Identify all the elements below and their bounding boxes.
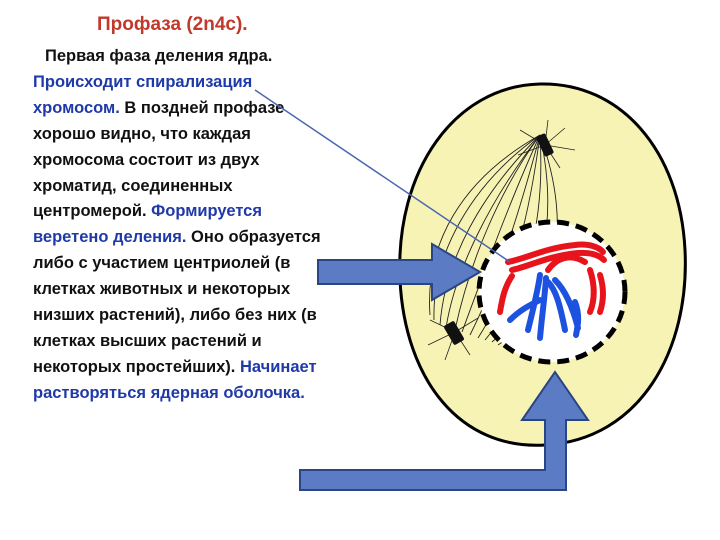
spiralization-highlight: Происходит спирализация хромосом.	[33, 72, 253, 117]
spindle-arrow	[317, 242, 482, 302]
blue-chromosomes	[507, 272, 582, 341]
pointer-line	[254, 89, 511, 263]
description-text: Первая фаза деления ядра. Происходит спир…	[33, 44, 333, 407]
upper-centriole	[517, 119, 576, 169]
membrane-highlight: Начинает растворяться ядерная оболочка.	[33, 357, 317, 402]
red-chromosomes	[497, 241, 607, 315]
lower-centriole	[427, 317, 479, 361]
slide-title: Профаза (2n4c).	[97, 14, 248, 35]
intro-line: Первая фаза деления ядра.	[45, 47, 273, 65]
membrane-arrow-shape	[299, 370, 590, 491]
spiralization-text: В поздней профазе хорошо видно, что кажд…	[33, 98, 285, 221]
spindle-highlight: Формируется веретено деления.	[33, 202, 262, 247]
spindle-text: Оно образуется либо с участием центриоле…	[33, 228, 321, 376]
